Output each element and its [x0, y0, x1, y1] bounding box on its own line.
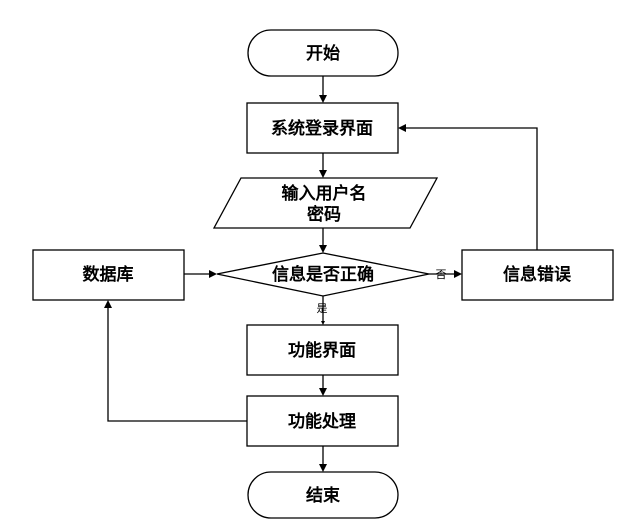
processing-label: 功能处理 [288, 411, 356, 432]
end-label: 结束 [306, 485, 340, 506]
arrowhead-icon [454, 270, 462, 278]
edge-error-to-login [398, 124, 538, 250]
node-database: 数据库 [32, 249, 185, 301]
node-processing: 功能处理 [246, 395, 399, 447]
arrowhead-icon [319, 464, 327, 472]
arrowhead-icon [209, 270, 217, 278]
arrowhead-icon [319, 95, 327, 103]
processing-box [246, 395, 399, 447]
edge-start-to-login [319, 76, 327, 103]
edge-label-no: 否 [436, 268, 447, 281]
arrowhead-icon [319, 388, 327, 396]
function-ui-label: 功能界面 [288, 340, 356, 361]
input-label-line2: 密码 [307, 204, 341, 225]
node-start: 开始 [247, 29, 399, 77]
arrowhead-icon [321, 321, 325, 325]
login-label: 系统登录界面 [271, 118, 373, 139]
arrowhead-icon [319, 170, 327, 178]
login-box [246, 102, 399, 154]
input-parallelogram [212, 177, 439, 229]
edge-label-yes: 是 [317, 302, 328, 315]
edge-login-to-input [319, 153, 327, 178]
error-label: 信息错误 [503, 264, 572, 285]
edge-database-to-decision [184, 270, 217, 278]
function-ui-box [246, 324, 399, 376]
start-label: 开始 [306, 43, 340, 64]
arrowhead-icon [398, 124, 406, 132]
database-label: 数据库 [83, 264, 134, 285]
node-decision: 信息是否正确 [216, 252, 430, 297]
edge-processing-to-database [104, 300, 247, 422]
input-label-line1: 输入用户名 [282, 183, 367, 204]
edge-processing-to-end [319, 446, 327, 472]
edge-decision-to-function-ui: 是 [317, 296, 328, 325]
node-end: 结束 [247, 471, 399, 519]
node-login: 系统登录界面 [246, 102, 399, 154]
decision-label: 信息是否正确 [272, 264, 374, 285]
node-input: 输入用户名 密码 [212, 177, 439, 229]
edge-decision-to-error: 否 [429, 268, 462, 281]
node-error: 信息错误 [461, 249, 614, 301]
arrowhead-icon [104, 300, 112, 308]
node-function-ui: 功能界面 [246, 324, 399, 376]
arrowhead-icon [319, 245, 327, 253]
edge-function-ui-to-processing [319, 375, 327, 396]
edge-input-to-decision [319, 228, 327, 253]
database-box [32, 249, 185, 301]
